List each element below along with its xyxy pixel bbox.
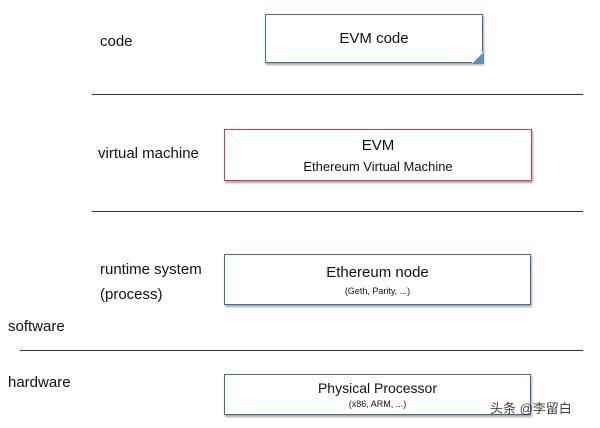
label-code: code — [100, 33, 133, 50]
evm-title: EVM — [361, 136, 395, 154]
evm-subtitle: Ethereum Virtual Machine — [303, 158, 453, 174]
evm-code-title: EVM code — [339, 30, 409, 47]
physical-processor-subtitle: (x86, ARM, ...) — [348, 399, 407, 409]
label-process: (process) — [100, 286, 163, 303]
divider — [92, 94, 583, 95]
ethereum-node-box: Ethereum node (Geth, Parity, ...) — [224, 254, 531, 305]
label-software: software — [8, 318, 65, 335]
physical-processor-box: Physical Processor (x86, ARM, ...) — [224, 374, 531, 415]
watermark: 头条 @李留白 — [490, 401, 572, 416]
page-fold-icon — [472, 52, 484, 64]
evm-code-box: EVM code — [265, 14, 484, 64]
divider — [92, 211, 583, 212]
label-hardware: hardware — [8, 374, 71, 391]
evm-box: EVM Ethereum Virtual Machine — [224, 129, 532, 181]
ethereum-node-title: Ethereum node — [326, 263, 429, 281]
physical-processor-title: Physical Processor — [317, 380, 438, 396]
ethereum-node-subtitle: (Geth, Parity, ...) — [344, 285, 411, 296]
software-hardware-divider — [20, 350, 583, 351]
label-runtime-system: runtime system — [100, 261, 202, 278]
label-virtual-machine: virtual machine — [98, 145, 199, 162]
